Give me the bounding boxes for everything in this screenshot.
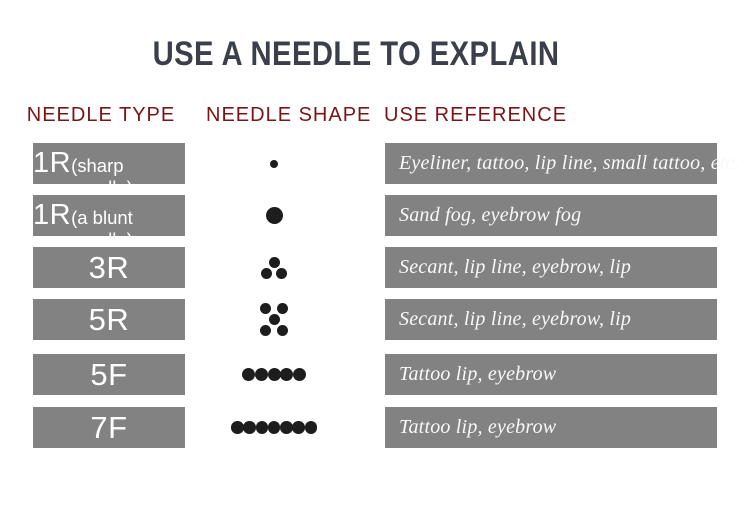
needle-type-box: 1R(sharp needle) [33,143,185,198]
needle-dot [270,159,278,168]
use-reference-text: Eyeliner, tattoo, lip line, small tattoo… [399,152,740,174]
needle-dot [261,267,273,279]
column-header-needle-type: NEEDLE TYPE [26,104,176,126]
needle-type-main: 1R [33,199,72,231]
needle-dot [292,368,306,381]
needle-dot [255,421,268,434]
needle-shape-cell [185,247,363,288]
needle-type-main: 5R [88,302,130,337]
needle-row: 5F Tattoo lip, eyebrow [0,354,750,395]
needle-type-box: 5F [33,354,185,395]
use-reference-text: Secant, lip line, eyebrow, lip [399,256,632,278]
needle-dot [254,368,268,381]
needle-type-box: 3R [33,247,185,288]
needle-dot [265,207,283,224]
needle-dot [275,267,287,279]
needle-type-main: 7F [90,410,128,445]
needle-type-main: 1R [33,147,72,179]
needle-dot [277,303,289,314]
needle-dot [259,325,271,336]
needle-type-box: 5R [33,299,185,340]
column-header-use-reference: USE REFERENCE [384,104,568,126]
use-reference-box: Secant, lip line, eyebrow, lip [385,299,717,340]
needle-type-box: 7F [33,407,185,448]
needle-type-main: 5F [90,357,128,392]
needle-row: 1R(sharp needle) Eyeliner, tattoo, lip l… [0,143,750,198]
needle-shape-cell [185,354,363,395]
needle-dot [259,303,271,314]
needle-dot [304,421,317,434]
use-reference-text: Tattoo lip, eyebrow [399,363,557,385]
needle-shape-cell [185,143,363,184]
use-reference-text: Sand fog, eyebrow fog [399,204,582,226]
needle-dot [267,368,281,381]
needle-dot [268,256,280,268]
needle-row: 3R Secant, lip line, eyebrow, lip [0,247,750,288]
use-reference-text: Secant, lip line, eyebrow, lip [399,308,632,330]
use-reference-box: Eyeliner, tattoo, lip line, small tattoo… [385,143,740,184]
column-header-needle-shape: NEEDLE SHAPE [206,104,372,126]
needle-dot [267,421,281,434]
needle-type-main: 3R [88,250,130,285]
use-reference-text: Tattoo lip, eyebrow [399,416,557,438]
page-title: USE A NEEDLE TO EXPLAIN [152,35,560,73]
use-reference-box: Tattoo lip, eyebrow [385,407,717,448]
needle-dot [243,421,256,434]
needle-row: 7F Tattoo lip, eyebrow [0,407,750,448]
use-reference-box: Secant, lip line, eyebrow, lip [385,247,717,288]
needle-shape-cell [185,407,363,448]
use-reference-box: Sand fog, eyebrow fog [385,195,717,236]
needle-dot [277,325,289,336]
needle-shape-cell [185,195,363,236]
needle-dot [268,314,280,325]
needle-type-box: 1R(a blunt needle) [33,195,185,250]
needle-dot [231,421,244,434]
use-reference-box: Tattoo lip, eyebrow [385,354,717,395]
needle-dot [280,368,294,381]
needle-shape-cell [185,299,363,340]
needle-dot [292,421,305,434]
needle-dot [280,421,293,434]
needle-type-sub: (sharp needle) [71,155,133,198]
needle-row: 1R(a blunt needle) Sand fog, eyebrow fog [0,195,750,250]
needle-type-sub: (a blunt needle) [71,207,133,250]
needle-row: 5R Secant, lip line, eyebrow, lip [0,299,750,340]
needle-dot [242,368,256,381]
